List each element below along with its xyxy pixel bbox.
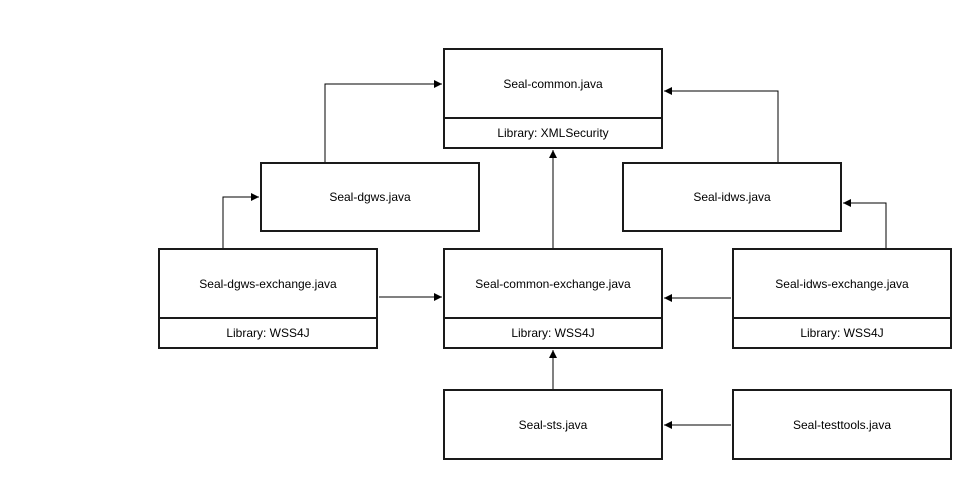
node-title: Seal-common.java — [503, 76, 603, 91]
node-title: Seal-dgws.java — [329, 190, 411, 204]
node-library: Library: WSS4J — [734, 317, 950, 347]
edge-idws-to-common — [664, 87, 779, 162]
node-title: Seal-testtools.java — [792, 417, 892, 432]
edge-dgws-to-common — [324, 80, 442, 162]
edge-idws-exchange-to-idws — [843, 199, 887, 248]
node-title: Seal-common-exchange.java — [475, 276, 631, 291]
node-title: Seal-dgws-exchange.java — [199, 276, 337, 291]
node-library: Library: WSS4J — [160, 317, 376, 347]
node-seal-sts[interactable]: Seal-sts.java — [443, 389, 663, 460]
node-library: Library: XMLSecurity — [445, 117, 661, 147]
node-library: Library: WSS4J — [445, 317, 661, 347]
node-seal-common-exchange[interactable]: Seal-common-exchange.java Library: WSS4J — [443, 248, 663, 349]
edge-dgws-exchange-to-dgws — [222, 193, 259, 248]
node-title: Seal-idws-exchange.java — [775, 276, 909, 291]
node-seal-idws-exchange[interactable]: Seal-idws-exchange.java Library: WSS4J — [732, 248, 952, 349]
node-seal-dgws[interactable]: Seal-dgws.java — [260, 162, 480, 232]
node-seal-common[interactable]: Seal-common.java Library: XMLSecurity — [443, 48, 663, 149]
node-title: Seal-idws.java — [693, 190, 771, 204]
node-title: Seal-sts.java — [518, 417, 588, 432]
node-seal-testtools[interactable]: Seal-testtools.java — [732, 389, 952, 460]
node-seal-dgws-exchange[interactable]: Seal-dgws-exchange.java Library: WSS4J — [158, 248, 378, 349]
node-seal-idws[interactable]: Seal-idws.java — [622, 162, 842, 232]
